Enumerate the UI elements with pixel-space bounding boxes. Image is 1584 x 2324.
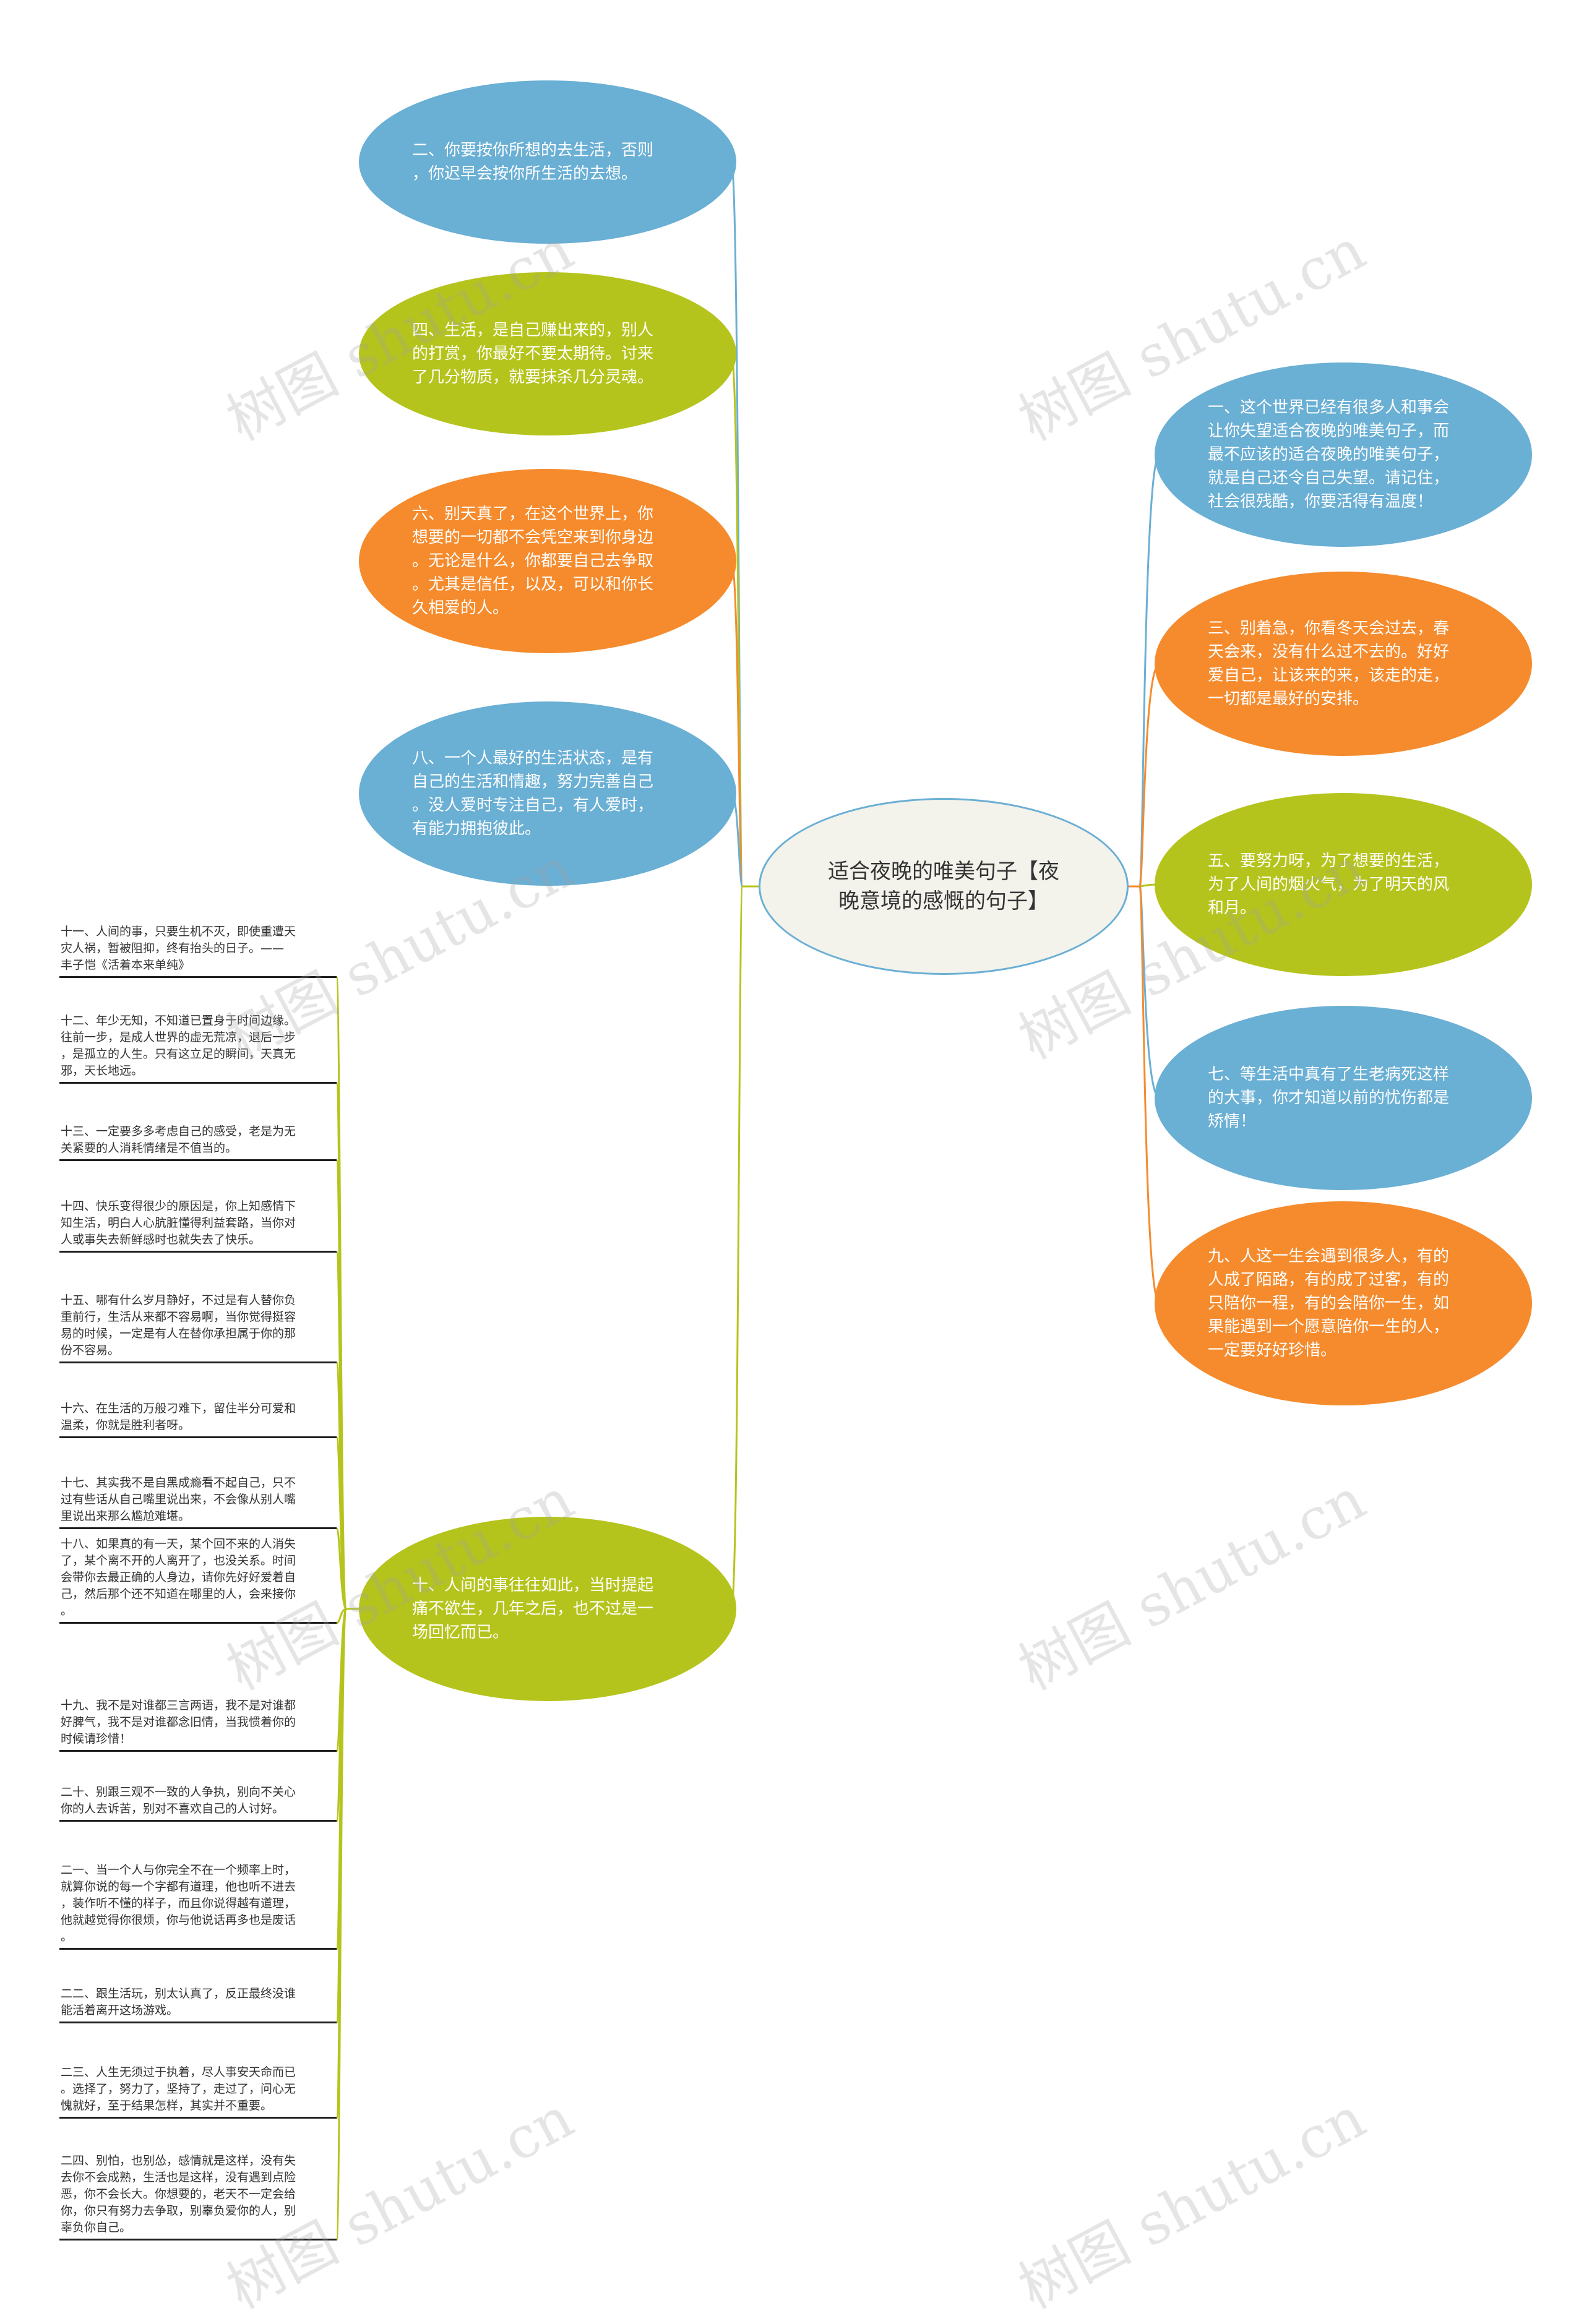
right-node-3[interactable]: 三、别着急，你看冬天会过去，春 天会来，没有什么过不去的。好好 爱自己，让该来的… (1155, 572, 1532, 756)
leaf-item-15[interactable]: 十五、哪有什么岁月静好，不过是有人替你负 重前行，生活从来都不容易啊，当你觉得挺… (59, 1292, 337, 1363)
node-text: 一、这个世界已经有很多人和事会 让你失望适合夜晚的唯美句子，而 最不应该的适合夜… (1208, 398, 1450, 511)
central-topic[interactable]: 适合夜晚的唯美句子【夜 晚意境的感慨的句子】 (759, 798, 1129, 975)
right-node-5[interactable]: 五、要努力呀，为了想要的生活， 为了人间的烟火气，为了明天的风 和月。 (1155, 793, 1532, 976)
connector-line (1129, 662, 1160, 888)
left-node-10[interactable]: 十、人间的事往往如此，当时提起 痛不欲生，几年之后，也不过是一 场回忆而已。 (359, 1517, 736, 1701)
leaf-item-24[interactable]: 二四、别怕，也别怂，感情就是这样，没有失 去你不会成熟，生活也是这样，没有遇到点… (59, 2153, 337, 2240)
leaf-item-23[interactable]: 二三、人生无须过于执着，尽人事安天命而已 。选择了，努力了，坚持了，走过了，问心… (59, 2064, 337, 2119)
leaf-item-17[interactable]: 十七、其实我不是自黑成瘾看不起自己，只不 过有些话从自己嘴里说出来，不会像从别人… (59, 1475, 337, 1529)
connector-line (335, 1608, 364, 2241)
left-node-6[interactable]: 六、别天真了，在这个世界上，你 想要的一切都不会凭空来到你身边 。无论是什么，你… (359, 469, 736, 653)
node-text: 九、人这一生会遇到很多人，有的 人成了陌路，有的成了过客，有的 只陪你一程，有的… (1208, 1247, 1450, 1360)
connector-line (730, 560, 759, 888)
left-node-2[interactable]: 二、你要按你所想的去生活，否则 ，你迟早会按你所生活的去想。 (359, 80, 736, 244)
left-node-8[interactable]: 八、一个人最好的生活状态，是有 自己的生活和情趣，努力完善自己 。没人爱时专注自… (359, 701, 736, 886)
leaf-item-18[interactable]: 十八、如果真的有一天，某个回不来的人消失 了，某个离不开的人离开了，也没关系。时… (59, 1536, 337, 1624)
node-text: 十、人间的事往往如此，当时提起 痛不欲生，几年之后，也不过是一 场回忆而已。 (412, 1576, 654, 1642)
node-text: 四、生活，是自己赚出来的，别人 的打赏，你最好不要太期待。讨来 了几分物质，就要… (412, 321, 654, 387)
node-text: 六、别天真了，在这个世界上，你 想要的一切都不会凭空来到你身边 。无论是什么，你… (412, 505, 654, 617)
leaf-item-12[interactable]: 十二、年少无知，不知道已置身于时间边缘。 往前一步，是成人世界的虚无荒凉，退后一… (59, 1013, 337, 1084)
right-node-9[interactable]: 九、人这一生会遇到很多人，有的 人成了陌路，有的成了过客，有的 只陪你一程，有的… (1155, 1201, 1532, 1405)
leaf-item-11[interactable]: 十一、人间的事，只要生机不灭，即使重遭天 灾人祸，暂被阻抑，终有抬头的日子。——… (59, 924, 337, 978)
leaf-item-20[interactable]: 二十、别跟三观不一致的人争执，别向不关心 你的人去诉苦，别对不喜欢自己的人讨好。 (59, 1784, 337, 1822)
node-text: 七、等生活中真有了生老病死这样 的大事，你才知道以前的忧伤都是 矫情！ (1208, 1065, 1450, 1131)
node-text: 三、别着急，你看冬天会过去，春 天会来，没有什么过不去的。好好 爱自己，让该来的… (1208, 619, 1450, 708)
node-text: 五、要努力呀，为了想要的生活， 为了人间的烟火气，为了明天的风 和月。 (1208, 852, 1450, 917)
leaf-item-14[interactable]: 十四、快乐变得很少的原因是，你上知感情下 知生活，明白人心肮脏懂得利益套路，当你… (59, 1198, 337, 1253)
connector-line (335, 1527, 364, 1610)
right-node-1[interactable]: 一、这个世界已经有很多人和事会 让你失望适合夜晚的唯美句子，而 最不应该的适合夜… (1155, 362, 1532, 547)
leaf-item-21[interactable]: 二一、当一个人与你完全不在一个频率上时， 就算你说的每一个字都有道理，他也听不进… (59, 1862, 337, 1950)
connector-line (730, 161, 759, 888)
leaf-item-16[interactable]: 十六、在生活的万般刁难下，留住半分可爱和 温柔，你就是胜利者呀。 (59, 1400, 337, 1438)
right-node-7[interactable]: 七、等生活中真有了生老病死这样 的大事，你才知道以前的忧伤都是 矫情！ (1155, 1006, 1532, 1190)
left-node-4[interactable]: 四、生活，是自己赚出来的，别人 的打赏，你最好不要太期待。讨来 了几分物质，就要… (359, 272, 736, 435)
leaf-item-13[interactable]: 十三、一定要多多考虑自己的感受，老是为无 关紧要的人消耗情绪是不值当的。 (59, 1123, 337, 1161)
connector-line (730, 885, 759, 1610)
leaf-item-19[interactable]: 十九、我不是对谁都三言两语，我不是对谁都 好脾气，我不是对谁都念旧情，当我惯着你… (59, 1697, 337, 1752)
node-text: 二、你要按你所想的去生活，否则 ，你迟早会按你所生活的去想。 (412, 141, 654, 183)
connector-line (1129, 885, 1161, 1305)
node-text: 八、一个人最好的生活状态，是有 自己的生活和情趣，努力完善自己 。没人爱时专注自… (412, 749, 654, 838)
connector-line (730, 792, 759, 888)
leaf-item-22[interactable]: 二二、跟生活玩，别太认真了，反正最终没谁 能活着离开这场游戏。 (59, 1986, 337, 2023)
